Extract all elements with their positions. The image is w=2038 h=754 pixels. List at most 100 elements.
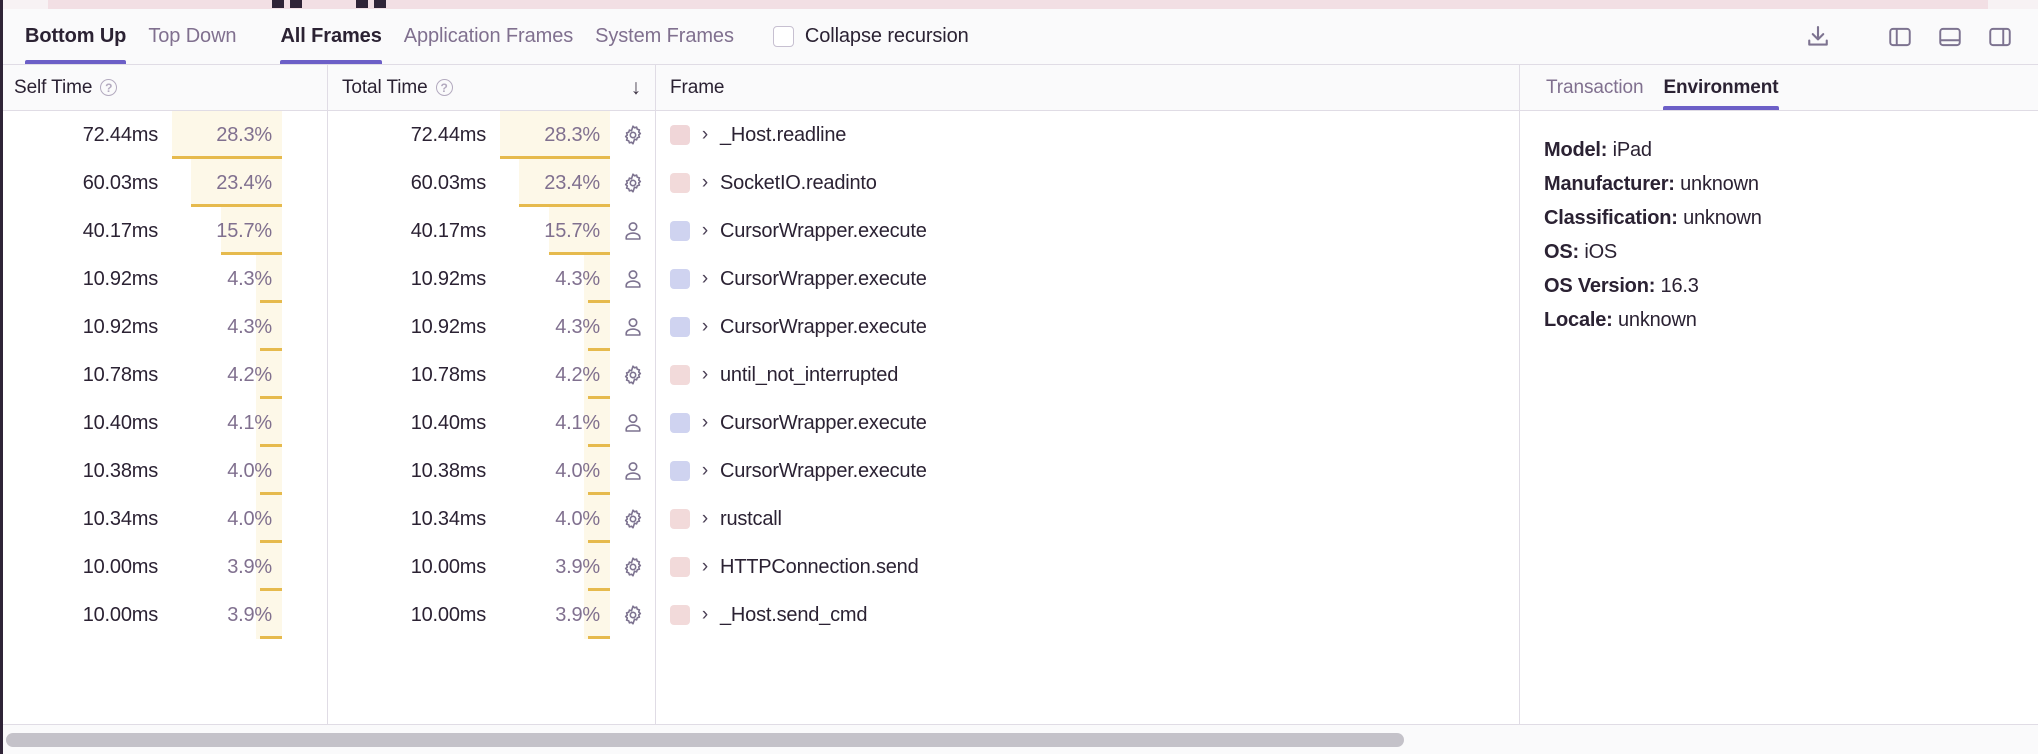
chevron-right-icon[interactable]: › <box>701 460 709 481</box>
frame-filter-tabs: All Frames Application Frames System Fra… <box>269 9 744 64</box>
percent-highlight <box>584 351 610 399</box>
frame-color-swatch <box>670 317 690 337</box>
flamegraph-segment <box>1988 0 2038 9</box>
chevron-right-icon[interactable]: › <box>701 412 709 433</box>
gear-icon[interactable] <box>610 111 656 159</box>
collapse-recursion-control[interactable]: Collapse recursion <box>772 9 969 64</box>
panel-bottom-icon[interactable] <box>1930 17 1970 57</box>
percent-bar <box>260 444 282 447</box>
tab-application-frames[interactable]: Application Frames <box>393 9 584 64</box>
percent-bar <box>172 156 282 159</box>
percent-cell: 3.9% <box>172 591 282 639</box>
chevron-right-icon[interactable]: › <box>701 604 709 625</box>
chevron-right-icon[interactable]: › <box>701 268 709 289</box>
column-header-frame[interactable]: Frame <box>656 65 1519 110</box>
percent-highlight <box>584 255 610 303</box>
percent-bar <box>260 300 282 303</box>
person-icon[interactable] <box>610 207 656 255</box>
percent-cell: 3.9% <box>500 591 610 639</box>
gear-icon[interactable] <box>610 159 656 207</box>
gear-icon[interactable] <box>610 351 656 399</box>
tab-all-frames[interactable]: All Frames <box>269 9 392 64</box>
percent-highlight <box>256 255 282 303</box>
person-icon[interactable] <box>610 303 656 351</box>
tab-system-frames[interactable]: System Frames <box>584 9 745 64</box>
tab-environment[interactable]: Environment <box>1653 65 1788 110</box>
person-icon[interactable] <box>610 399 656 447</box>
percent-value: 4.2% <box>227 363 272 386</box>
duration-value: 10.92ms <box>82 315 159 338</box>
horizontal-scrollbar-track[interactable] <box>0 724 2038 754</box>
column-header-self-time[interactable]: Self Time ? <box>0 65 328 110</box>
percent-highlight <box>584 591 610 639</box>
percent-bar <box>548 252 610 255</box>
frame-color-swatch <box>670 221 690 241</box>
tab-top-down[interactable]: Top Down <box>137 9 247 64</box>
percent-value: 4.3% <box>227 267 272 290</box>
sort-descending-icon[interactable]: ↓ <box>630 76 642 99</box>
download-icon[interactable] <box>1798 17 1838 57</box>
collapse-recursion-checkbox[interactable] <box>772 26 794 47</box>
chevron-right-icon[interactable]: › <box>701 316 709 337</box>
percent-bar <box>588 396 610 399</box>
duration-value: 40.17ms <box>82 219 159 242</box>
environment-field-key: Manufacturer: <box>1544 173 1675 195</box>
duration-value: 10.00ms <box>410 555 487 578</box>
chevron-right-icon[interactable]: › <box>701 364 709 385</box>
column-divider <box>655 111 656 724</box>
column-header-total-time[interactable]: Total Time ? ↓ <box>328 65 656 110</box>
environment-field: OS Version: 16.3 <box>1544 269 2014 303</box>
tab-bottom-up[interactable]: Bottom Up <box>14 9 137 64</box>
chevron-right-icon[interactable]: › <box>701 556 709 577</box>
chevron-right-icon[interactable]: › <box>701 172 709 193</box>
tab-transaction[interactable]: Transaction <box>1536 65 1653 110</box>
chevron-right-icon[interactable]: › <box>701 220 709 241</box>
chevron-right-icon[interactable]: › <box>701 508 709 529</box>
environment-field-key: OS: <box>1544 241 1579 263</box>
percent-value: 15.7% <box>544 219 600 242</box>
help-icon[interactable]: ? <box>100 79 118 96</box>
environment-field: Classification: unknown <box>1544 201 2014 235</box>
gear-icon[interactable] <box>610 591 656 639</box>
help-icon[interactable]: ? <box>435 79 453 96</box>
frame-color-swatch <box>670 461 690 481</box>
environment-field: Locale: unknown <box>1544 303 2014 337</box>
frame-color-swatch <box>670 365 690 385</box>
horizontal-scrollbar-thumb[interactable] <box>6 732 1404 747</box>
percent-value: 4.3% <box>555 315 600 338</box>
frame-color-swatch <box>670 173 690 193</box>
panel-right-icon[interactable] <box>1980 17 2020 57</box>
toolbar-spacer <box>247 9 269 64</box>
percent-cell: 4.0% <box>500 447 610 495</box>
frame-name: _Host.readline <box>720 123 847 146</box>
person-icon[interactable] <box>610 255 656 303</box>
panel-left-icon[interactable] <box>1880 17 1920 57</box>
gear-icon[interactable] <box>610 543 656 591</box>
person-icon[interactable] <box>610 447 656 495</box>
duration-value: 72.44ms <box>82 123 159 146</box>
toolbar-actions <box>1798 9 2038 64</box>
percent-bar <box>588 492 610 495</box>
flamegraph-strip[interactable] <box>0 0 2038 9</box>
gear-icon[interactable] <box>610 495 656 543</box>
chevron-right-icon[interactable]: › <box>701 124 709 145</box>
